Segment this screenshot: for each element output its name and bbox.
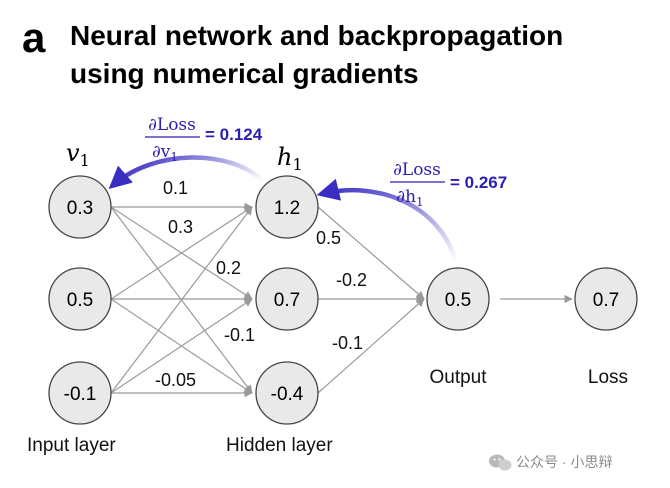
weight-v2-h3: -0.1 (224, 325, 255, 345)
weight-v1-h1: 0.1 (163, 178, 188, 198)
gradient-label-v1: ∂Loss ∂v1 = 0.124 (145, 115, 263, 164)
panel-letter: a (22, 14, 46, 61)
node-loss-value: 0.7 (593, 290, 619, 311)
node-v3: -0.1 (48, 361, 112, 425)
node-output-value: 0.5 (445, 290, 471, 311)
gradient-v1-denominator-text: ∂v1 (152, 142, 178, 164)
weight-v1-h2: 0.3 (168, 217, 193, 237)
wechat-icon (489, 454, 512, 471)
node-loss: 0.7 (574, 267, 638, 331)
edge-h3-output (317, 298, 425, 394)
gradient-arrow-v1 (108, 155, 264, 189)
hidden-layer-label: Hidden layer (226, 435, 333, 456)
variable-v1-symbol: v1 (66, 139, 90, 170)
node-output: 0.5 (426, 267, 490, 331)
gradient-h1-denominator-text: ∂h1 (396, 187, 423, 209)
node-h3: -0.4 (255, 361, 319, 425)
watermark-text: 公众号 · 小思辩 (516, 454, 612, 470)
node-v3-value: -0.1 (64, 384, 97, 405)
weight-v2-h1: 0.2 (216, 258, 241, 278)
title-line-2: using numerical gradients (70, 58, 419, 89)
weight-h1-output: 0.5 (316, 228, 341, 248)
input-layer-label: Input layer (27, 435, 116, 456)
node-h3-value: -0.4 (271, 384, 304, 405)
edge-h1-output (317, 206, 425, 300)
variable-label-v1: v1 (66, 139, 90, 170)
edge-v3-h2 (110, 298, 253, 394)
edge-v3-h1 (110, 206, 253, 394)
output-label: Output (429, 367, 487, 388)
gradient-arrow-h1 (316, 178, 459, 263)
layer-labels: Input layer Hidden layer Output Loss (27, 367, 628, 456)
weight-h2-output: -0.2 (336, 270, 367, 290)
variable-h1-symbol: h1 (277, 143, 303, 174)
gradient-v1-value: = 0.124 (205, 125, 263, 144)
gradient-v1-denominator: ∂v (152, 142, 171, 162)
node-v2-value: 0.5 (67, 290, 93, 311)
gradient-h1-denominator-subscript: 1 (416, 195, 424, 209)
watermark: 公众号 · 小思辩 (489, 454, 612, 471)
variable-label-h1: h1 (277, 143, 303, 174)
gradient-label-h1: ∂Loss ∂h1 = 0.267 (390, 160, 507, 209)
variable-h1-subscript: 1 (292, 155, 302, 174)
gradient-h1-denominator: ∂h (396, 187, 416, 207)
node-v1: 0.3 (48, 175, 112, 239)
weight-v3-h3: -0.05 (155, 370, 196, 390)
node-h1: 1.2 (255, 175, 319, 239)
edge-group (110, 202, 573, 398)
node-h1-value: 1.2 (274, 198, 300, 219)
loss-label: Loss (588, 367, 628, 388)
variable-v1-subscript: 1 (80, 151, 90, 170)
title-line-1: Neural network and backpropagation (70, 20, 563, 51)
gradient-h1-value: = 0.267 (450, 173, 507, 192)
node-v1-value: 0.3 (67, 198, 93, 219)
gradient-h1-numerator: ∂Loss (393, 160, 441, 180)
weight-labels: 0.1 0.3 0.2 -0.1 -0.05 0.5 -0.2 -0.1 (155, 178, 367, 390)
node-v2: 0.5 (48, 267, 112, 331)
weight-h3-output: -0.1 (332, 333, 363, 353)
node-h2: 0.7 (255, 267, 319, 331)
gradient-v1-denominator-subscript: 1 (170, 150, 178, 164)
node-h2-value: 0.7 (274, 290, 300, 311)
edge-v2-h1 (110, 206, 253, 300)
gradient-v1-numerator: ∂Loss (148, 115, 196, 135)
